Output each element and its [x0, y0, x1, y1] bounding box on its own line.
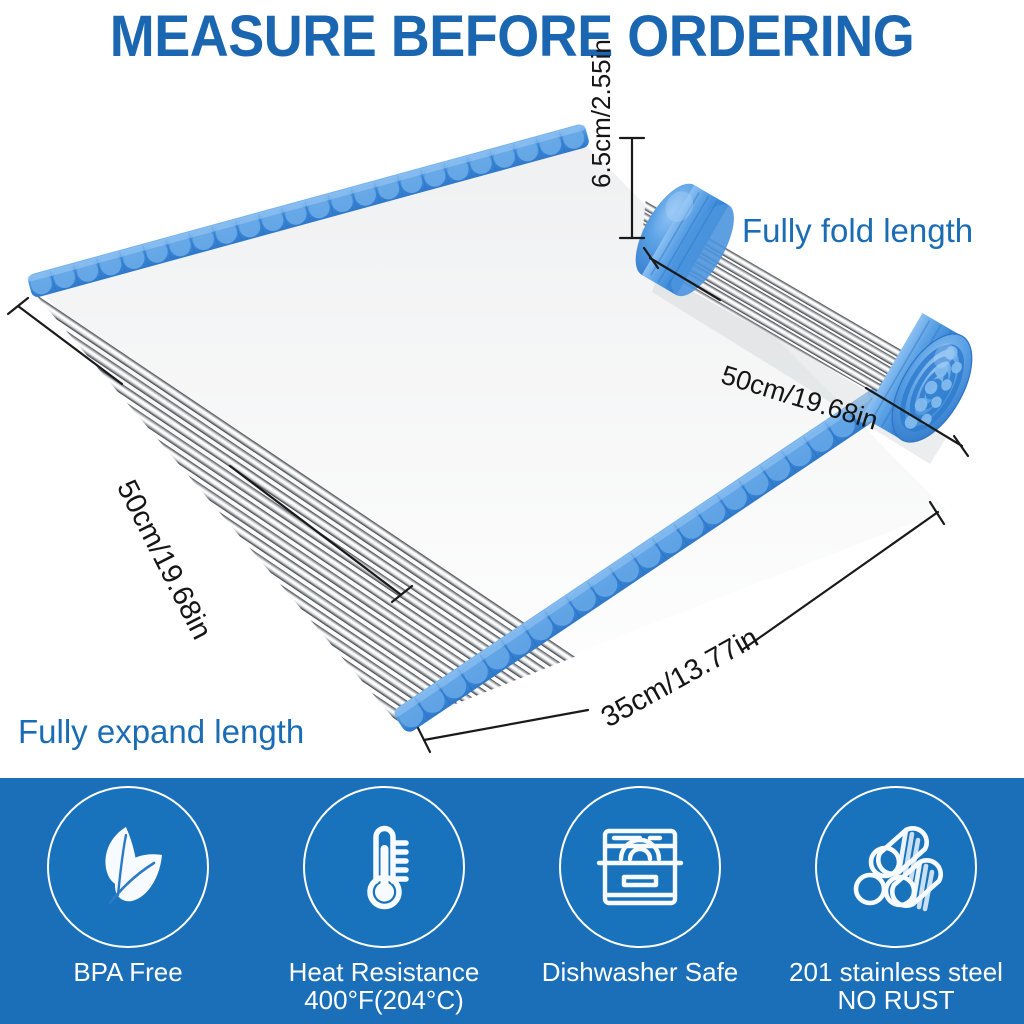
- dishwasher-icon: [588, 815, 692, 919]
- features-list: BPA Free: [0, 778, 1024, 1024]
- dim-folded-height: [618, 136, 646, 240]
- features-band: BPA Free: [0, 778, 1024, 1024]
- hero-illustration: Fully fold length Fully expand length 6.…: [0, 39, 1024, 778]
- feature-icon-circle: [303, 786, 465, 948]
- folded-caption: Fully fold length: [742, 212, 974, 249]
- feature-label: 201 stainless steel NO RUST: [789, 957, 1003, 1015]
- feature-dishwasher-safe: Dishwasher Safe: [512, 778, 768, 1024]
- dim-expanded-length: [6, 296, 414, 604]
- expanded-rack-silicone-edge-top: [27, 124, 589, 298]
- steel-pipes-icon: [844, 815, 948, 919]
- dimension-lines: [6, 136, 970, 754]
- feature-label: Dishwasher Safe: [541, 957, 739, 987]
- feature-icon-circle: [47, 786, 209, 948]
- feature-icon-circle: [559, 786, 721, 948]
- dim-folded-length: [642, 246, 970, 458]
- feature-bpa-free: BPA Free: [0, 778, 256, 1024]
- dim-expanded-width: [416, 500, 946, 754]
- expanded-caption: Fully expand length: [18, 713, 305, 750]
- feature-label: Heat Resistance 400°F(204°C): [288, 957, 480, 1015]
- feature-label: BPA Free: [73, 957, 183, 987]
- dim-label-folded-height: 6.5cm/2.55in: [586, 39, 616, 188]
- feature-icon-circle: [815, 786, 977, 948]
- feature-heat-resistance: Heat Resistance 400°F(204°C): [256, 778, 512, 1024]
- feature-stainless-steel: 201 stainless steel NO RUST: [768, 778, 1024, 1024]
- leaf-icon: [76, 815, 180, 919]
- folded-rack-collar-left: [635, 183, 734, 297]
- page-title: MEASURE BEFORE ORDERING: [109, 4, 915, 69]
- thermometer-icon: [332, 815, 436, 919]
